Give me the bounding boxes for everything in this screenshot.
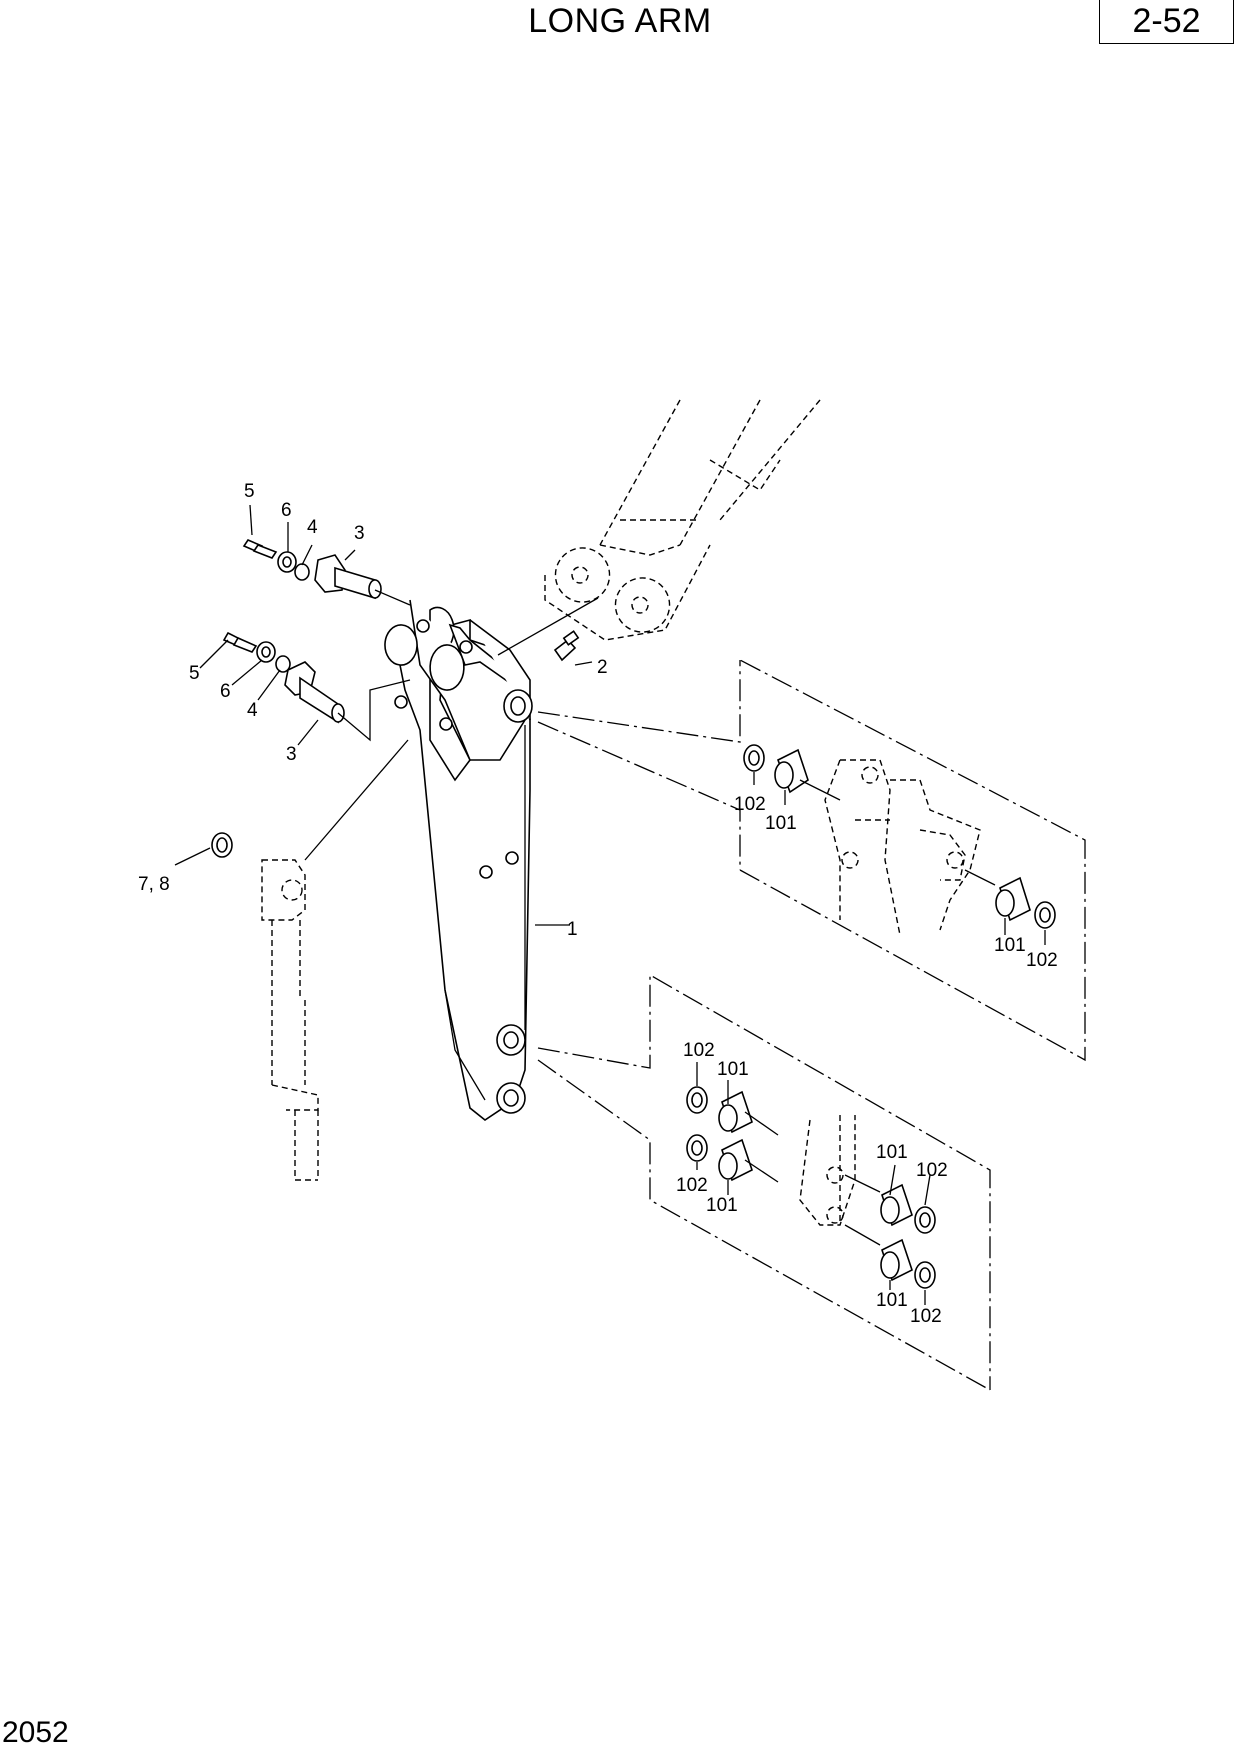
lower-pin-assembly — [222, 631, 345, 724]
page-number-box: 2-52 — [1099, 0, 1234, 44]
callout-labels: 1 2 3 3 4 4 5 5 6 6 7, 8 101 102 101 102… — [138, 481, 1058, 1327]
grease-nipple — [553, 630, 580, 662]
ghost-arm-cylinder — [261, 859, 319, 1181]
page-title: LONG ARM — [528, 2, 712, 40]
upper-pin-assembly — [242, 539, 382, 600]
callout-7-8: 7, 8 — [138, 874, 170, 895]
callout-3-lower: 3 — [286, 744, 297, 765]
callout-6-lower: 6 — [220, 681, 231, 702]
callout-101-upper-right: 101 — [994, 935, 1026, 956]
callout-101-lower-right-bottom: 101 — [876, 1290, 908, 1311]
callout-5-lower: 5 — [189, 663, 200, 684]
ghost-boom — [544, 399, 821, 641]
callout-101-upper-left: 101 — [765, 813, 797, 834]
callout-102-lower-right-bottom: 102 — [910, 1306, 942, 1327]
callout-1: 1 — [567, 919, 578, 940]
callout-5-upper: 5 — [244, 481, 255, 502]
callout-101-lower-left: 101 — [706, 1195, 738, 1216]
cylinder-pin-bushing — [211, 832, 233, 858]
page-number: 2-52 — [1132, 2, 1201, 40]
upper-bushing-detail — [537, 659, 1086, 1062]
document-code: 2052 — [2, 1716, 69, 1749]
callout-4-lower: 4 — [247, 700, 258, 721]
callout-102-lower-top: 102 — [683, 1040, 715, 1061]
callout-102-upper-right: 102 — [1026, 950, 1058, 971]
callout-102-upper-left: 102 — [734, 794, 766, 815]
callout-101-lower-right-top: 101 — [876, 1142, 908, 1163]
callout-102-lower-right-top: 102 — [916, 1160, 948, 1181]
leader-lines — [174, 504, 1046, 1305]
callout-4-upper: 4 — [307, 517, 318, 538]
callout-101-lower-top: 101 — [717, 1059, 749, 1080]
callout-2: 2 — [597, 657, 608, 678]
lower-bushing-detail — [537, 973, 991, 1391]
callout-102-lower-left: 102 — [676, 1175, 708, 1196]
long-arm-body — [384, 599, 533, 1121]
callout-3-upper: 3 — [354, 523, 365, 544]
callout-6-upper: 6 — [281, 500, 292, 521]
